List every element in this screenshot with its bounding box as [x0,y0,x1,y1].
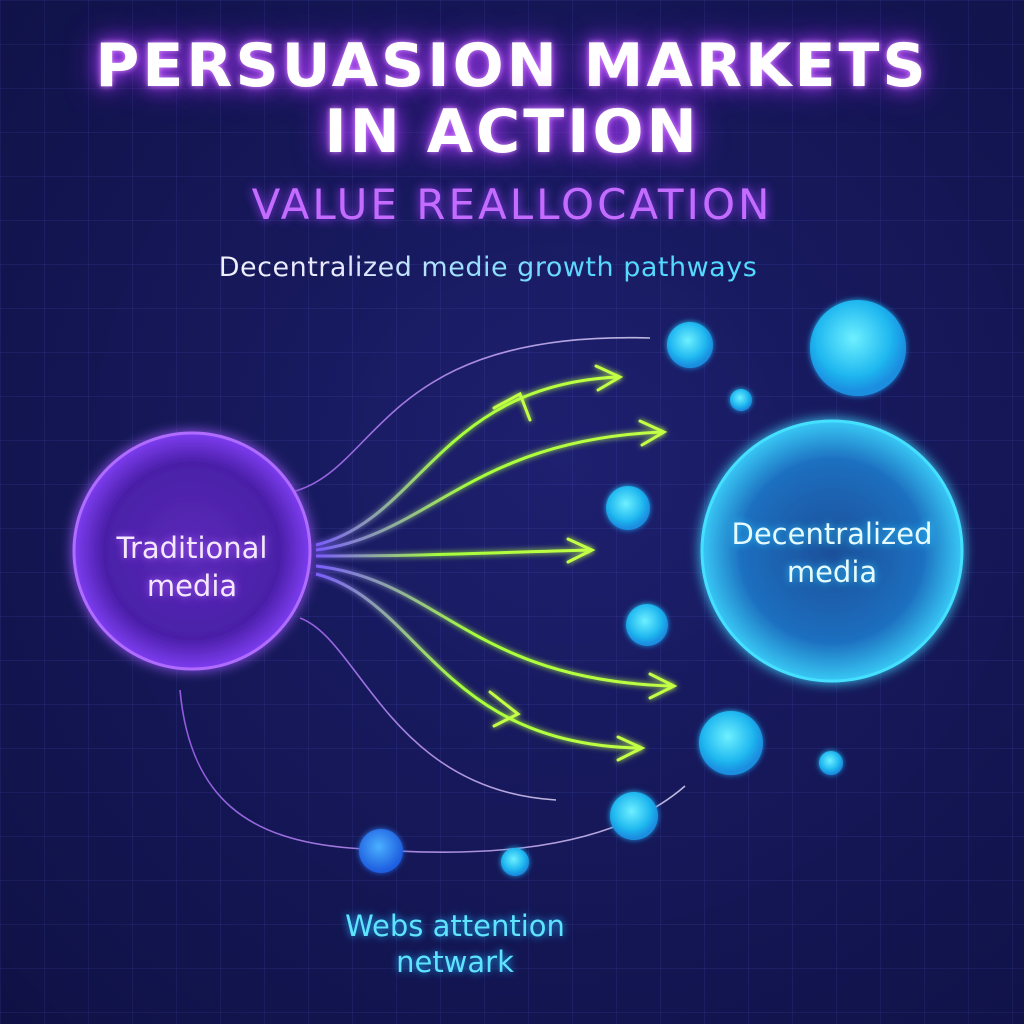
arrow-head [566,537,596,564]
network-node [359,829,403,873]
satellite-bubble [699,711,763,775]
label-line: media [146,569,238,603]
growth-arrows [315,375,673,750]
satellite-bubble [730,389,752,411]
arrow-heads [488,364,678,762]
page-title-line2: IN ACTION [324,97,700,167]
arrow-head [492,391,532,422]
label-line: media [786,555,878,589]
satellite-bubble [667,322,713,368]
satellite-bubble [819,751,843,775]
arrow-head [638,419,668,447]
label-line: Webs attention [345,909,565,943]
page-subtitle: VALUE REALLOCATION [251,180,773,229]
satellite-bubble [810,300,906,396]
decentralized-media-label: Decentralized media [697,515,967,591]
attention-network-label: Webs attention netwark [305,908,605,980]
page-title-line1: PERSUASION MARKETS [95,31,929,101]
label-line: Decentralized [731,517,933,551]
network-node [501,848,529,876]
satellite-bubble [606,486,650,530]
arrow-head [594,364,624,392]
outer-pathways [179,336,686,853]
arrow-head [648,672,678,700]
satellite-bubble [610,792,658,840]
label-line: netwark [396,945,514,979]
decentralized-media-node [700,419,964,683]
satellite-bubbles [359,300,906,876]
traditional-media-label: Traditional media [72,529,312,605]
traditional-media-node [72,431,312,671]
arrow-head [488,690,521,728]
arrow-head [616,735,646,762]
label-line: Traditional [116,531,268,565]
satellite-bubble [626,604,668,646]
tagline: Decentralized medie growth pathways [0,252,976,283]
